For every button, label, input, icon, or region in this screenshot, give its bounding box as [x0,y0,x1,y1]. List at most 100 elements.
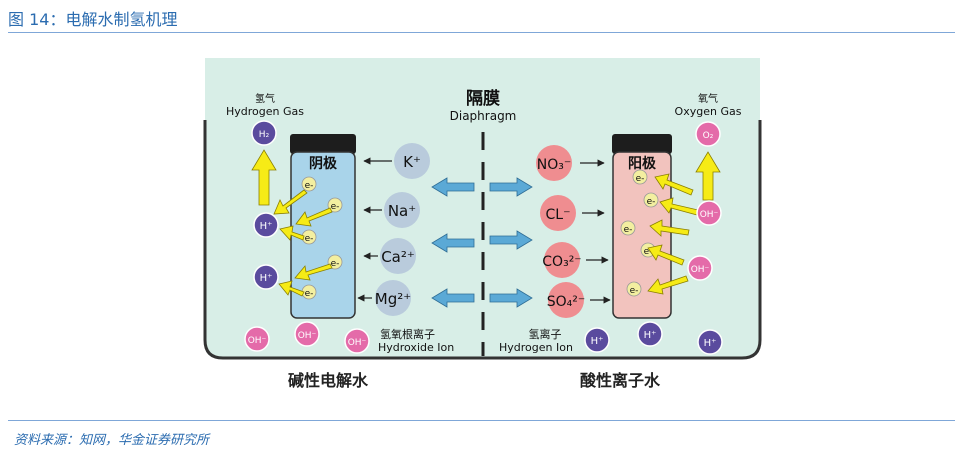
anion-ball [544,242,580,278]
oh-minus-ion [244,326,270,352]
o2-label: O₂ [703,131,714,141]
anode-label: 阳极 [628,155,657,172]
hydrogen-ion-cn: 氢离子 [529,327,562,341]
yellow-arrow [647,275,689,295]
electrolysis-diagram: 隔膜 Diaphragm 氢气 Hydrogen Gas 氧气 Oxygen G… [203,58,762,390]
h-plus-ion [253,264,279,290]
blue-arrow-left [431,177,475,197]
cathode-yellow-arrows [251,149,333,297]
electron [327,254,343,270]
oh-minus-label: OH⁻ [691,265,710,275]
alkaline-label: 碱性电解水 [288,371,369,390]
anion-ball [540,195,576,231]
oh-minus-label: OH⁻ [348,338,367,348]
cation-label: Ca²⁺ [381,248,415,266]
yellow-arrow [294,263,333,281]
cation-ball [380,238,416,274]
oh-minus-label: OH⁻ [248,336,267,346]
electron-label: e- [647,197,656,207]
acidic-label: 酸性离子水 [580,371,661,390]
anion-label: CO₃²⁻ [542,254,581,270]
yellow-arrow [654,173,694,196]
figure-title: 图 14：电解水制氢机理 [8,10,178,29]
anode-electrons: e- e- e- e- e- [620,169,659,297]
h2-molecule [251,120,277,146]
h-plus-ion [584,327,610,353]
anion-label: CL⁻ [546,207,571,223]
hydroxide-en: Hydroxide Ion [378,341,454,354]
electron-label: e- [305,234,314,244]
anode-top [612,134,672,154]
cation-label: Mg²⁺ [375,290,411,308]
source-note: 资料来源：知网，华金证券研究所 [14,433,210,448]
h-plus-label: H⁺ [260,221,273,232]
cation-label: Na⁺ [388,202,416,220]
oh-minus-label: OH⁻ [700,210,719,220]
blue-arrow-right [489,230,533,250]
h-plus-ion [253,212,279,238]
yellow-arrow [273,189,308,215]
electron [301,176,317,192]
blue-arrow-right [489,177,533,197]
oh-minus-ion [344,328,370,354]
cathode-label: 阴极 [309,155,338,172]
h-plus-label: H⁺ [260,273,273,284]
h-plus-label: H⁺ [704,338,717,349]
oh-minus-ion [687,255,713,281]
oh-minus-label: OH⁻ [298,331,317,341]
oh-minus-ion [696,200,722,226]
h-plus-label: H⁺ [591,336,604,347]
yellow-arrow [649,219,690,237]
yellow-arrow [278,280,305,297]
electron-label: e- [331,259,340,269]
anion-ball [536,145,572,181]
electron [620,220,636,236]
cation-ball [394,143,430,179]
cathode-top [290,134,356,154]
oxygen-gas-en: Oxygen Gas [675,105,742,118]
container-outline [203,120,762,360]
diaphragm-en: Diaphragm [450,109,517,123]
anion-label: SO₄²⁻ [547,294,586,310]
cations: K⁺ Na⁺ Ca²⁺ Mg²⁺ [357,143,430,316]
anion-label: NO₃⁻ [537,157,572,173]
o2-molecule [695,121,721,147]
anode-plate [612,151,672,319]
anions: NO₃⁻ CL⁻ CO₃²⁻ SO₄²⁻ [536,145,611,318]
diaphragm-cn: 隔膜 [466,88,500,109]
hydroxide-cn: 氢氧根离子 [380,327,435,341]
electron-label: e- [644,247,653,257]
title-divider [8,32,955,33]
yellow-arrow-up-o2 [695,151,721,201]
electron-label: e- [630,286,639,296]
cation-ball [384,192,420,228]
cation-label: K⁺ [403,153,421,171]
yellow-arrow [279,225,305,241]
hydrogen-ion-en: Hydrogen Ion [499,341,573,354]
anode-yellow-arrows [647,151,721,295]
blue-arrow-left [431,233,475,253]
yellow-arrow [659,197,699,216]
cation-ball [375,280,411,316]
source-divider [8,420,955,421]
h-plus-label: H⁺ [644,330,657,341]
electron [626,281,642,297]
electron-label: e- [305,289,314,299]
oh-minus-ion [294,321,320,347]
hydrogen-gas-cn: 氢气 [255,92,275,105]
hydrogen-gas-en: Hydrogen Gas [226,105,304,118]
electron [632,169,648,185]
yellow-arrow [295,207,333,227]
electron-label: e- [305,181,314,191]
h2-label: H₂ [259,130,270,140]
electron [327,197,343,213]
oxygen-gas-cn: 氧气 [698,92,718,105]
anion-ball [548,282,584,318]
h-plus-ion [637,321,663,347]
electron-label: e- [331,202,340,212]
electron [643,192,659,208]
yellow-arrow-up-h2 [251,149,277,206]
cathode-electrons: e- e- e- e- e- [301,176,343,300]
electron-label: e- [636,174,645,184]
yellow-arrow [647,244,685,266]
